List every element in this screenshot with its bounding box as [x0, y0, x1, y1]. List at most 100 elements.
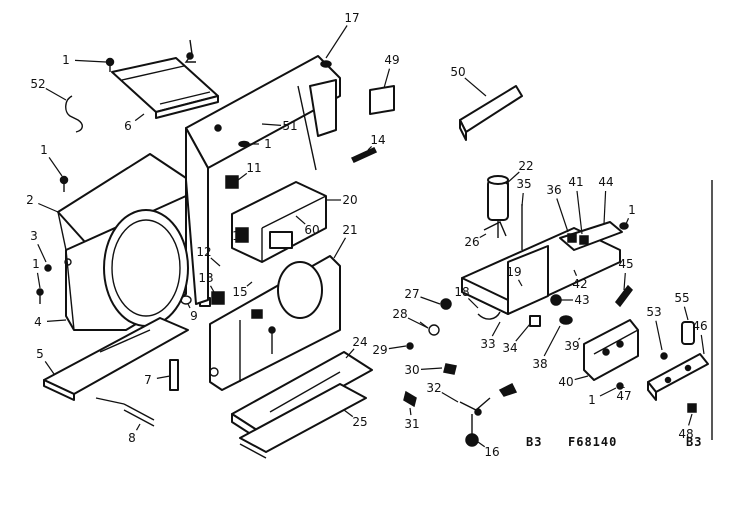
leader-line-14: [367, 145, 373, 151]
leader-line-8: [135, 423, 141, 431]
callout-label-12: 12: [196, 245, 211, 259]
leader-line-15: [246, 281, 253, 287]
leader-line-1: [36, 272, 41, 289]
part-5-base-pan: [43, 317, 189, 401]
screw-icon: [105, 57, 115, 72]
part-28-washer: [419, 321, 440, 336]
callout-label-38: 38: [532, 357, 547, 371]
leader-line-1: [48, 157, 63, 177]
callout-label-1: 1: [40, 143, 48, 157]
callout-label-60: 60: [304, 223, 319, 237]
leader-lines: [36, 25, 705, 448]
part-50-cover-panel: [459, 85, 523, 141]
part-49-panel: [369, 85, 395, 115]
callout-label-18: 18: [454, 285, 469, 299]
leader-line-55: [683, 306, 689, 321]
callout-label-30: 30: [404, 363, 419, 377]
callout-label-44: 44: [598, 175, 613, 189]
leader-line-24: [345, 348, 355, 359]
part-21-partition: [209, 255, 341, 391]
callout-label-43: 43: [574, 293, 589, 307]
leader-line-34: [515, 323, 531, 342]
leader-line-28: [407, 317, 429, 329]
screw-icon: [59, 175, 69, 192]
leader-line-9: [187, 303, 191, 309]
callout-label-34: 34: [502, 341, 517, 355]
part-8-bracket: [95, 397, 155, 427]
leader-line-50: [464, 77, 487, 97]
callout-label-9: 9: [190, 309, 198, 323]
callout-label-24: 24: [352, 335, 367, 349]
leader-line-49: [383, 68, 391, 89]
part-32-fitting: [459, 397, 491, 416]
part-34-bushing: [529, 315, 541, 327]
leader-line-39: [577, 337, 581, 341]
callout-label-2: 2: [26, 193, 34, 207]
callout-label-21: 21: [342, 223, 357, 237]
callout-label-49: 49: [384, 53, 399, 67]
callout-label-22: 22: [518, 159, 533, 173]
part-14-pin: [350, 147, 378, 163]
leader-line-40: [574, 375, 589, 381]
screw-icon: [616, 382, 624, 390]
part-25-tray-base: [239, 383, 367, 459]
leader-line-2: [38, 202, 59, 213]
leader-line-7: [156, 375, 171, 379]
callout-label-1: 1: [32, 257, 40, 271]
leader-line-60: [295, 215, 306, 225]
part-44-rail: [559, 221, 623, 251]
callout-label-41: 41: [568, 175, 583, 189]
callout-label-39: 39: [564, 339, 579, 353]
leader-line-21: [333, 237, 347, 259]
leader-line-41: [576, 190, 583, 235]
callout-label-15: 15: [232, 285, 247, 299]
leader-line-44: [603, 190, 607, 225]
part-43-nut: [550, 294, 562, 306]
part-16-valve: [465, 414, 479, 447]
callout-label-46: 46: [692, 319, 707, 333]
part-20-motor: [231, 181, 327, 263]
part-29-nut: [406, 342, 414, 350]
callout-label-5: 5: [36, 347, 44, 361]
leader-line-51: [261, 123, 282, 126]
callout-label-31: 31: [404, 417, 419, 431]
part-45-clip: [615, 284, 633, 308]
screw-icon: [209, 367, 219, 377]
fitting-icon: [498, 382, 518, 397]
screw-icon: [44, 258, 72, 272]
callout-label-13: 13: [198, 271, 213, 285]
screw-icon: [619, 222, 629, 230]
callout-label-7: 7: [144, 373, 152, 387]
part-53-screw: [660, 352, 668, 360]
callout-label-17: 17: [344, 11, 359, 25]
callout-label-28: 28: [392, 307, 407, 321]
leader-line-19: [517, 279, 523, 287]
callout-label-3: 3: [30, 229, 38, 243]
part-52-clip: [65, 95, 83, 133]
leader-line-36: [556, 198, 569, 233]
part-18-spring: [477, 311, 501, 320]
leader-line-1: [74, 59, 107, 63]
leader-line-26: [479, 233, 487, 239]
part-11-grille: [225, 175, 239, 189]
leader-line-25: [343, 409, 354, 418]
leader-line-32: [441, 391, 459, 403]
callout-label-25: 25: [352, 415, 367, 429]
callout-label-36: 36: [546, 183, 561, 197]
leader-line-45: [623, 272, 626, 291]
leader-line-35: [521, 192, 524, 207]
callout-label-32: 32: [426, 381, 441, 395]
leader-line-5: [44, 361, 55, 375]
figure-code: F68140: [568, 435, 617, 449]
leader-line-1: [599, 387, 617, 397]
leader-line-16: [477, 441, 486, 448]
callout-label-20: 20: [342, 193, 357, 207]
callout-label-14: 14: [370, 133, 385, 147]
callout-label-53: 53: [646, 305, 661, 319]
leader-line-18: [467, 297, 479, 309]
leader-line-42: [573, 269, 578, 276]
callout-label-27: 27: [404, 287, 419, 301]
